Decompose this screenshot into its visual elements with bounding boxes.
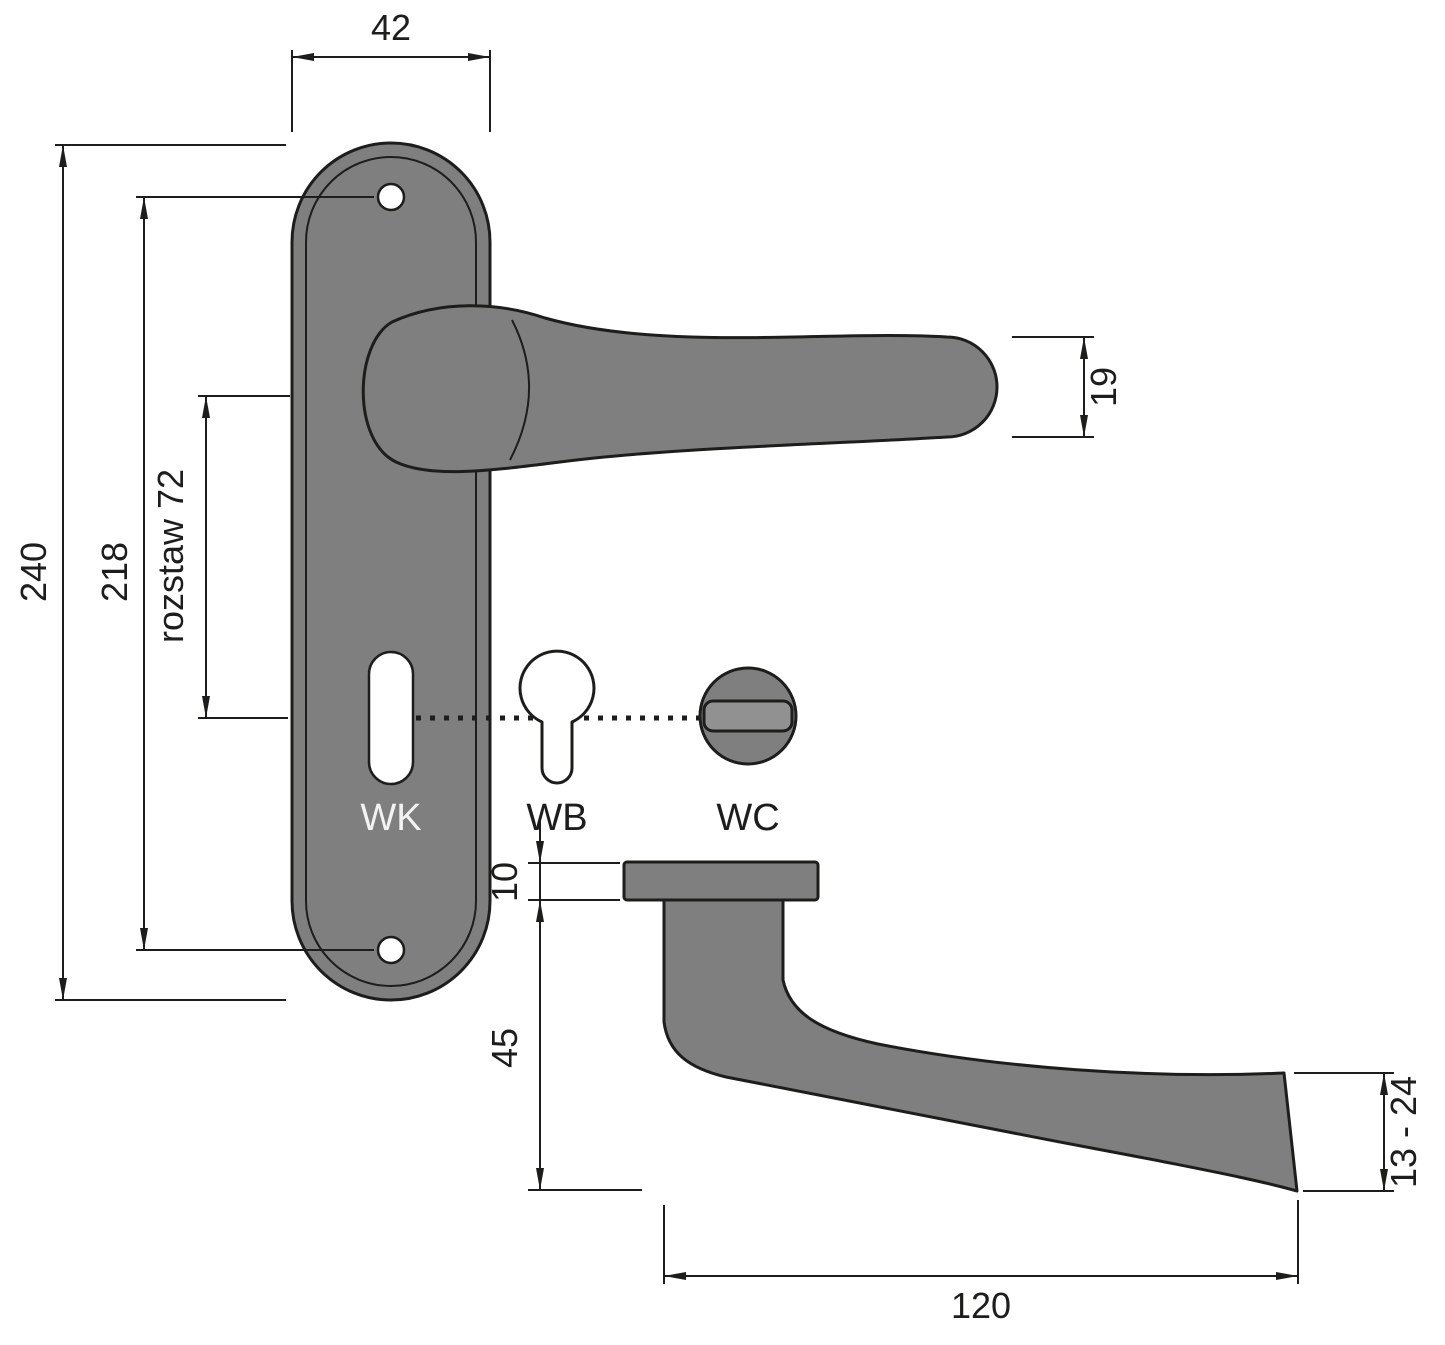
dimension-text: 218 <box>94 542 135 602</box>
dimension-text: 10 <box>484 862 525 902</box>
wc-turn-symbol: WC <box>698 666 798 839</box>
front-view: WK <box>290 141 999 1002</box>
dimension-projection: 45 <box>484 900 642 1191</box>
dimension-text: 13 - 24 <box>1383 1076 1424 1188</box>
screw-hole-top <box>376 182 406 212</box>
dimension-rose-thickness: 10 <box>484 821 620 902</box>
dimension-text: rozstaw 72 <box>150 469 191 643</box>
cylinder-label: WB <box>526 797 587 839</box>
dimension-text: 240 <box>13 542 54 602</box>
keyhole-wk <box>367 650 415 786</box>
side-view <box>622 860 1299 1193</box>
dimension-text: 45 <box>484 1028 525 1068</box>
keyhole-wk-label: WK <box>360 797 421 839</box>
backplate <box>290 141 492 1002</box>
dimension-axis-spacing: rozstaw 72 <box>150 395 290 719</box>
cylinder-hole-symbol: WB <box>518 649 596 839</box>
dimension-lever-length: 120 <box>663 1200 1299 1326</box>
wc-thumbturn-slot <box>702 699 794 733</box>
dimension-text: 120 <box>951 1285 1011 1326</box>
backplate-inner-contour <box>305 156 477 987</box>
lever-handle-front-view <box>361 304 999 474</box>
wc-label: WC <box>716 797 779 839</box>
lever-handle-side-view <box>662 898 1299 1193</box>
dimension-text: 42 <box>371 7 411 48</box>
euro-profile-shape <box>518 649 596 785</box>
lever-neck-crease <box>509 319 530 461</box>
dimension-tip-thickness: 13 - 24 <box>1294 1072 1424 1192</box>
dimension-plate-width: 42 <box>291 7 491 132</box>
dimension-screw-spacing: 218 <box>94 196 374 951</box>
dimension-text: 19 <box>1083 367 1124 407</box>
screw-hole-bottom <box>376 935 406 965</box>
rose-plate-side-view <box>622 860 820 902</box>
dimension-lever-thickness: 19 <box>1012 336 1124 438</box>
dimension-total-height: 240 <box>13 144 286 1001</box>
